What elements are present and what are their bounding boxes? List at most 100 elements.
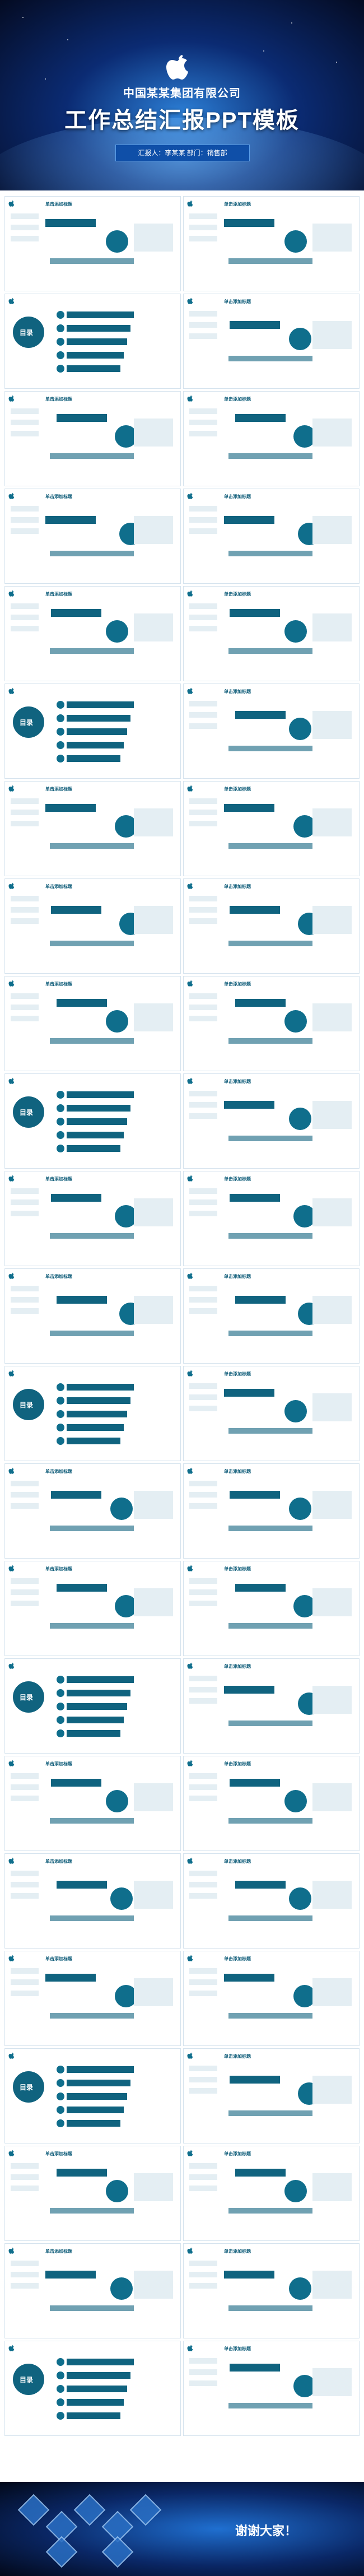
label-block: [189, 420, 217, 425]
toc-item-bar: [67, 1690, 130, 1696]
ending-slide: 谢谢大家！: [0, 2482, 364, 2576]
slide-thumbnail: 单击添加标题: [4, 1756, 181, 1851]
label-block: [11, 2163, 39, 2169]
label-block: [11, 1492, 39, 1498]
slide-thumbnail: 单击添加标题: [4, 586, 181, 681]
apple-logo-icon: [187, 492, 193, 499]
slide-title: 单击添加标题: [45, 592, 72, 597]
content-bar: [230, 1779, 280, 1787]
reporter-info: 汇报人：李某某 部门：销售部: [115, 145, 250, 161]
slide-thumbnail: 单击添加标题: [183, 196, 360, 291]
toc-number-icon: [57, 2358, 64, 2366]
text-block: [312, 2076, 352, 2104]
text-block: [312, 2271, 352, 2299]
slide-thumbnail: 单击添加标题: [4, 976, 181, 1071]
label-block: [11, 626, 39, 631]
toc-item-bar: [67, 2372, 130, 2379]
content-bar: [57, 999, 107, 1007]
toc-number-icon: [57, 1410, 64, 1418]
content-bar: [51, 1194, 101, 1202]
label-block: [189, 1286, 217, 1291]
slide-title: 单击添加标题: [224, 2249, 251, 2254]
slide-thumbnail: 目录: [4, 1366, 181, 1461]
label-block: [11, 1773, 39, 1779]
hexagon-photo: [45, 2536, 78, 2568]
star: [45, 78, 46, 80]
label-block: [11, 907, 39, 913]
slide-thumbnail: 单击添加标题: [183, 1756, 360, 1851]
slide-thumbnail: 单击添加标题: [4, 391, 181, 486]
content-bar: [228, 1331, 312, 1336]
slide-thumbnail: 目录: [4, 294, 181, 389]
label-block: [11, 798, 39, 804]
slide-title: 单击添加标题: [224, 1371, 251, 1377]
label-block: [189, 821, 217, 826]
content-bar: [224, 516, 274, 524]
slide-thumbnail: 单击添加标题: [183, 1853, 360, 1949]
label-block: [189, 798, 217, 804]
label-block: [189, 1991, 217, 1996]
apple-logo-icon: [187, 2344, 193, 2351]
toc-label: 目录: [20, 2376, 34, 2384]
label-block: [11, 1882, 39, 1887]
content-circle: [106, 2180, 128, 2202]
label-block: [11, 1481, 39, 1486]
content-circle: [284, 2180, 307, 2202]
label-block: [189, 1102, 217, 1108]
toc-number-icon: [57, 324, 64, 332]
content-bar: [230, 906, 280, 914]
content-circle: [284, 620, 307, 643]
toc-item-bar: [67, 2093, 127, 2100]
toc-badge: [13, 2071, 44, 2103]
label-block: [11, 1578, 39, 1584]
text-block: [312, 906, 352, 934]
label-block: [11, 918, 39, 924]
content-bar: [45, 219, 96, 227]
slide-thumbnail: 单击添加标题: [183, 878, 360, 974]
label-block: [189, 2088, 217, 2094]
star: [336, 62, 337, 63]
content-bar: [228, 648, 312, 654]
content-bar: [228, 843, 312, 849]
content-circle: [284, 1010, 307, 1033]
label-block: [189, 2283, 217, 2289]
toc-label: 目录: [20, 1694, 34, 1701]
text-block: [312, 1686, 352, 1714]
slide-title: 单击添加标题: [45, 202, 72, 207]
content-bar: [235, 711, 286, 719]
content-circle: [293, 425, 316, 448]
content-circle: [293, 1595, 316, 1617]
content-bar: [57, 1584, 107, 1592]
label-block: [11, 1968, 39, 1974]
apple-logo-icon: [8, 1759, 15, 1766]
toc-number-icon: [57, 365, 64, 373]
apple-logo-icon: [8, 1662, 15, 1669]
apple-logo-icon: [187, 1564, 193, 1571]
label-block: [11, 1784, 39, 1790]
slide-title: 单击添加标题: [224, 1956, 251, 1961]
content-bar: [224, 1686, 274, 1694]
slide-title: 单击添加标题: [224, 689, 251, 694]
content-bar: [230, 2364, 280, 2372]
apple-logo-icon: [187, 1272, 193, 1279]
label-block: [189, 408, 217, 414]
content-bar: [235, 1296, 286, 1304]
content-circle: [293, 815, 316, 838]
slide-thumbnail: 单击添加标题: [183, 391, 360, 486]
apple-logo-icon: [187, 1662, 193, 1669]
content-bar: [45, 1974, 96, 1982]
content-bar: [50, 1331, 134, 1336]
text-block: [134, 2173, 173, 2201]
slide-thumbnail: 单击添加标题: [4, 1171, 181, 1266]
label-block: [11, 1016, 39, 1021]
label-block: [189, 723, 217, 729]
label-block: [11, 1589, 39, 1595]
apple-logo-icon: [187, 784, 193, 792]
label-block: [189, 236, 217, 241]
text-block: [134, 224, 173, 252]
apple-logo-icon: [8, 1467, 15, 1474]
slide-title: 单击添加标题: [224, 1859, 251, 1864]
content-bar: [235, 2169, 286, 2177]
label-block: [11, 1979, 39, 1985]
